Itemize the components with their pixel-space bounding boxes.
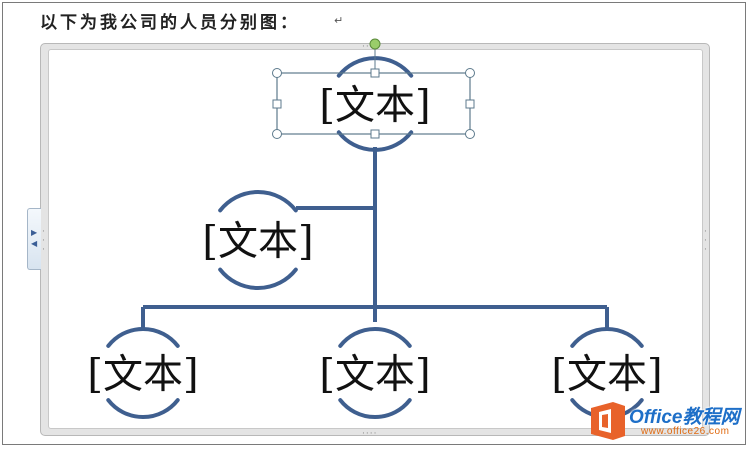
node-arc-bottom-top [336,130,414,152]
rotation-handle [369,38,381,50]
watermark-url: www.office26.com [641,426,730,437]
node-arc-top-sub-middle [338,327,412,348]
resize-handle-top-right [465,68,475,78]
watermark-brand: Office教程网 [629,407,740,428]
arrow-right-icon: ▶ [31,228,38,237]
node-arc-bottom-sub-left [106,398,180,419]
frame-bottom-grip[interactable]: ···· [362,429,378,439]
node-text-sub-middle[interactable]: [文本] [319,351,430,397]
resize-handle-bottom-right [465,129,475,139]
paragraph-mark: ↵ [334,14,344,27]
node-text-sub-right[interactable]: [文本] [551,351,662,397]
arrow-left-icon: ◀ [31,239,38,248]
resize-handle-top-left [272,68,282,78]
watermark-logo: Office教程网 www.office26.com [585,398,745,444]
document-heading[interactable]: 以下为我公司的人员分别图： [40,13,300,33]
node-text-top[interactable]: [文本] [319,82,430,128]
resize-handle-right [465,99,475,109]
org-chart-connectors [141,147,609,330]
frame-left-grip[interactable]: ··· [42,227,46,255]
node-text-assistant[interactable]: [文本] [202,218,313,264]
text-pane-toggle-button[interactable]: ▶ ◀ [27,208,41,270]
resize-handle-top [370,68,380,78]
node-arc-bottom-sub-middle [338,398,412,419]
office-logo-icon [591,402,625,440]
resize-handle-bottom [370,129,380,139]
node-arc-top-assistant [218,189,298,213]
node-arc-top-sub-right [570,327,644,348]
frame-right-grip[interactable]: ··· [704,227,708,255]
selection-box[interactable] [272,38,475,139]
frame-top-grip[interactable]: ···· [362,42,378,52]
node-text-sub-left[interactable]: [文本] [87,351,198,397]
resize-handle-bottom-left [272,129,282,139]
resize-handle-left [272,99,282,109]
node-arc-bottom-assistant [218,267,298,291]
node-arc-top-sub-left [106,327,180,348]
